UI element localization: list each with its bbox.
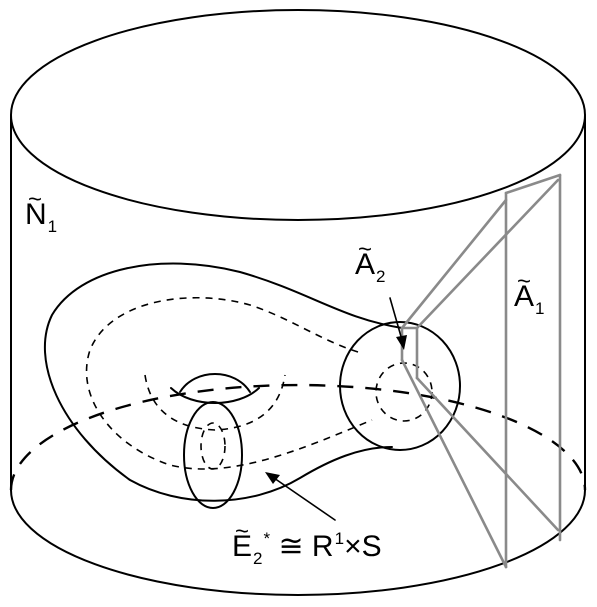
meridian-loop-inner <box>200 422 226 470</box>
end-annulus-outer <box>339 321 461 451</box>
label-a1: ~ A 1 <box>514 270 545 318</box>
label-n1-sub: 1 <box>47 217 58 236</box>
label-a2: ~ A 2 <box>355 238 386 286</box>
surface-inner-dashed-boundary <box>85 296 373 470</box>
label-a2-main: A <box>355 248 376 281</box>
label-e2-tail: ×S <box>344 530 382 563</box>
label-n1: ~ N 1 <box>25 188 58 236</box>
label-e2-sub: 2 <box>253 549 263 568</box>
arrow-e2-shaft <box>273 477 336 521</box>
annulus-a1-top-edge <box>504 173 562 195</box>
label-a1-main: A <box>514 280 535 313</box>
annulus-a2-strip-4 <box>415 376 560 532</box>
cylinder-bottom-front-arc <box>10 489 586 596</box>
tilde-mark: ~ <box>235 518 250 545</box>
torus-hole-upper <box>179 373 251 393</box>
torus-hole-lower <box>170 387 260 404</box>
label-e2-sup: 1 <box>334 529 345 548</box>
arrow-a2-head <box>396 335 407 350</box>
label-a2-sub: 2 <box>376 267 386 286</box>
label-n1-main: N <box>25 198 47 231</box>
label-a1-sub: 1 <box>535 299 545 318</box>
cylinder-bottom-back-arc <box>9 383 587 491</box>
label-e2: ~ E 2* ≅ R1×S <box>232 520 382 568</box>
cylinder-top-ellipse <box>10 9 586 221</box>
annulus-a2-strip-3 <box>400 358 508 569</box>
torus-hole-dashed <box>144 374 286 431</box>
meridian-loop <box>183 401 243 509</box>
tilde-mark: ~ <box>358 236 373 263</box>
tilde-mark: ~ <box>517 268 532 295</box>
arrow-e2-head <box>265 472 280 484</box>
surface-outer-boundary <box>43 262 403 502</box>
arrow-a2-shaft <box>389 297 403 341</box>
label-e2-main: E <box>232 530 253 563</box>
annulus-a2-strip-1 <box>400 198 508 330</box>
annulus-a2-strip-2 <box>415 178 560 330</box>
label-e2-rest: ≅ R <box>270 530 334 563</box>
label-e2-star: * <box>263 529 271 548</box>
tilde-mark: ~ <box>28 186 43 213</box>
